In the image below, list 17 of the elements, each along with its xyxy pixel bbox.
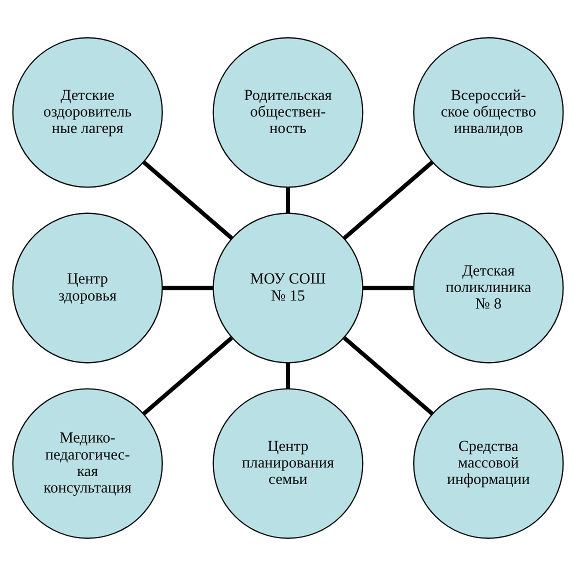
node-circle: Медико- педагогичес- кая консультация <box>12 388 163 539</box>
node-circle: Детские оздоровитель ные лагеря <box>12 37 163 188</box>
node-circle: Родительская обществен- ность <box>212 37 364 188</box>
node-circle: Детская поликлиника № 8 <box>413 212 564 364</box>
node-circle: Центр планирования семьи <box>212 388 364 539</box>
connector <box>142 160 234 240</box>
connector <box>343 336 434 416</box>
connector <box>342 160 434 240</box>
connector <box>142 336 233 416</box>
connector <box>286 363 290 389</box>
node-circle: Средства массовой информации <box>413 388 564 539</box>
node-circle: Всероссий- ское общество инвалидов <box>413 37 564 188</box>
connector <box>162 286 213 290</box>
node-circle: МОУ СОШ № 15 <box>212 212 364 364</box>
connector <box>286 188 290 214</box>
node-circle: Центр здоровья <box>12 212 163 364</box>
connector <box>362 286 414 290</box>
